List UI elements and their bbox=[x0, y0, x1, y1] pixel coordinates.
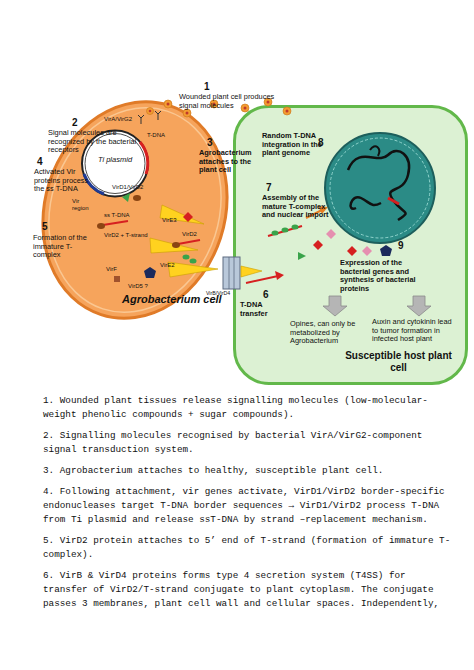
callout-number: 5 bbox=[42, 221, 48, 232]
dna-label: ss T-DNA bbox=[104, 212, 130, 219]
step-note: 1. Wounded plant tissues release signall… bbox=[43, 394, 453, 422]
callout-number: 6 bbox=[263, 289, 269, 300]
callout-number: 7 bbox=[266, 182, 272, 193]
protein-label: VirA/VirG2 bbox=[104, 116, 132, 123]
step-text: Activated Vir proteins process the ss T-… bbox=[34, 168, 100, 194]
step-text: Assembly of the mature T-complex and nuc… bbox=[262, 194, 332, 220]
cell-title: Susceptible host plant cell bbox=[336, 350, 461, 373]
bacterium-body bbox=[15, 78, 254, 343]
step-note: 3. Agrobacterium attaches to healthy, su… bbox=[43, 464, 453, 478]
callout-number: 2 bbox=[72, 117, 78, 128]
callout-number: 1 bbox=[204, 81, 210, 92]
step-text: Wounded plant cell produces signal molec… bbox=[179, 93, 291, 110]
step-note: 6. VirB & VirD4 proteins forms type 4 se… bbox=[43, 569, 453, 611]
step-text: T-DNA transfer bbox=[240, 301, 280, 318]
step-note: 4. Following attachment, vir genes activ… bbox=[43, 485, 453, 527]
product-note: Opines, can only be metabolized by Agrob… bbox=[290, 320, 366, 346]
protein-label: VirF bbox=[106, 266, 117, 273]
callout-number: 3 bbox=[207, 137, 213, 148]
protein-label: VirD5 ? bbox=[128, 283, 148, 290]
plasmid-name: Ti plasmid bbox=[90, 155, 140, 164]
step-text: Agrobacterium attaches to the plant cell bbox=[199, 149, 261, 175]
channel-wall bbox=[229, 257, 230, 289]
step-text: Signal molecules are recognized by the b… bbox=[48, 129, 148, 155]
step-text: Formation of the immature T-complex bbox=[33, 234, 99, 260]
step-note: 2. Signalling molecules recognised by ba… bbox=[43, 429, 453, 457]
protein-label: VirB/VirD4 bbox=[206, 290, 230, 297]
region-label: Vir region bbox=[72, 198, 96, 212]
complex-label: VirD2 + T-strand bbox=[104, 232, 148, 239]
protein-label: T-DNA bbox=[147, 132, 165, 139]
protein-label: VirD2 bbox=[182, 231, 197, 238]
product-note: Auxin and cytokinin lead to tumor format… bbox=[372, 318, 456, 344]
signal-dot bbox=[244, 107, 247, 110]
step-note: 5. VirD2 protein attaches to 5’ end of T… bbox=[43, 534, 453, 562]
step-text: Expression of the bacterial genes and sy… bbox=[340, 259, 426, 293]
protein-label: VirE2 bbox=[160, 262, 175, 269]
bacterium-membrane bbox=[23, 85, 247, 335]
protein-label: VirD1/VirD2 bbox=[112, 184, 143, 191]
step-text: Random T-DNA integration in the plant ge… bbox=[262, 132, 326, 158]
callout-number: 4 bbox=[37, 156, 43, 167]
callout-number: 9 bbox=[398, 240, 404, 251]
protein-label: VirE3 bbox=[162, 217, 177, 224]
